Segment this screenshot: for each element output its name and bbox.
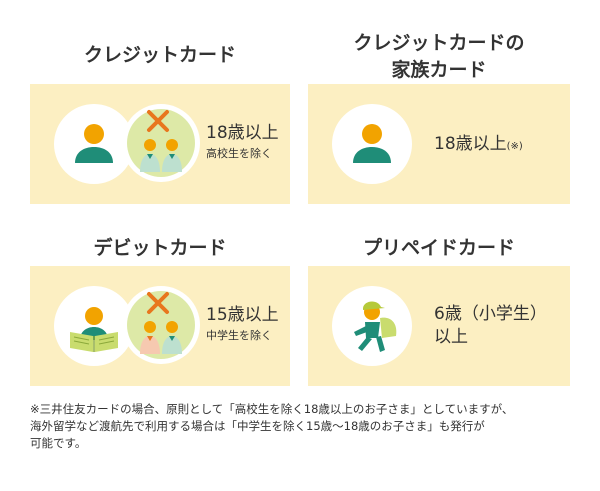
prepaid-card-title: プリペイドカード [362,237,515,259]
reading-book-icon [54,286,134,366]
family-card-title-line1: クレジットカードの [353,32,525,54]
family-card-panel: 18歳以上(※) [308,84,570,204]
adult-person-icon [54,104,134,184]
credit-card-exclusion: 高校生を除く [206,147,272,160]
debit-card-panel: 15歳以上 中学生を除く [30,266,290,386]
students-crossed-icon [122,104,200,182]
running-child-icon [332,286,412,366]
prepaid-card-age-line1: 6歳（小学生） [434,304,547,324]
credit-card-title: クレジットカード [83,44,236,66]
family-card-age-note: (※) [506,141,523,152]
adult-person-icon [332,104,412,184]
prepaid-card-age-line2: 以上 [434,327,468,347]
family-card-title-line2: 家族カード [391,59,487,81]
credit-card-panel: 18歳以上 高校生を除く [30,84,290,204]
footnote-line-3: 可能です。 [30,436,87,450]
credit-card-age: 18歳以上 [206,123,279,143]
debit-card-exclusion: 中学生を除く [206,329,272,342]
students-crossed-icon [122,286,200,364]
debit-card-title: デビットカード [93,237,227,259]
footnote-line-2: 海外留学など渡航先で利用する場合は「中学生を除く15歳～18歳のお子さま」も発行… [30,419,485,433]
prepaid-card-panel: 6歳（小学生） 以上 [308,266,570,386]
debit-card-age: 15歳以上 [206,305,279,325]
footnote-line-1: ※三井住友カードの場合、原則として「高校生を除く18歳以上のお子さま」としていま… [30,402,514,416]
footnote: ※三井住友カードの場合、原則として「高校生を除く18歳以上のお子さま」としていま… [30,401,575,452]
family-card-age-value: 18歳以上 [434,134,507,154]
family-card-age: 18歳以上(※) [434,133,523,158]
